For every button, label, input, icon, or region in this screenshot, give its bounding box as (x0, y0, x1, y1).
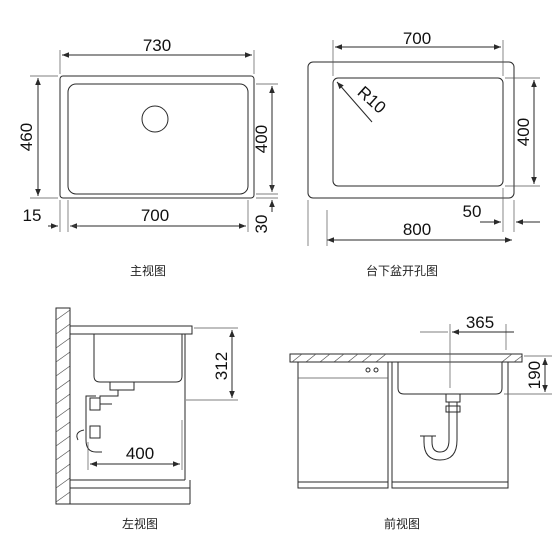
side-depth-label: 312 (212, 352, 231, 380)
side-countertop (69, 325, 193, 335)
wall (55, 307, 71, 505)
front-view: 365 190 前视图 (289, 313, 552, 531)
cutout-width-top-label: 700 (403, 29, 431, 48)
front-offset-label: 365 (466, 313, 494, 332)
cutout-view: 700 R10 400 50 800 台下盆开孔图 (307, 29, 540, 278)
side-view-caption: 左视图 (122, 516, 158, 531)
front-view-caption: 前视图 (384, 516, 420, 531)
cutout-width-bottom-label: 800 (403, 220, 431, 239)
cutout-offset-label: 50 (463, 202, 482, 221)
main-width-inner-label: 700 (141, 206, 169, 225)
side-sink-bowl (93, 334, 183, 383)
side-view: 312 400 左视图 (55, 307, 238, 531)
main-drain-icon (141, 105, 169, 133)
cutout-radius-label: R10 (354, 82, 390, 117)
side-width-label: 400 (126, 444, 154, 463)
main-view-caption: 主视图 (130, 263, 166, 278)
main-width-outer-label: 730 (143, 36, 171, 55)
front-depth-label: 190 (525, 361, 544, 389)
main-sink-outer (59, 75, 255, 199)
main-view: 730 460 400 700 15 30 主视图 (17, 36, 278, 278)
front-dishwasher (297, 361, 389, 483)
main-height-outer-label: 460 (17, 123, 36, 151)
main-bottom-rim-label: 30 (252, 215, 271, 234)
cutout-height-label: 400 (514, 118, 533, 146)
countertop-outline (307, 61, 515, 199)
cutout-hole (332, 77, 504, 187)
main-left-rim-label: 15 (23, 206, 42, 225)
main-height-inner-label: 400 (252, 125, 271, 153)
cutout-view-caption: 台下盆开孔图 (366, 263, 438, 278)
main-sink-bowl (67, 83, 249, 195)
